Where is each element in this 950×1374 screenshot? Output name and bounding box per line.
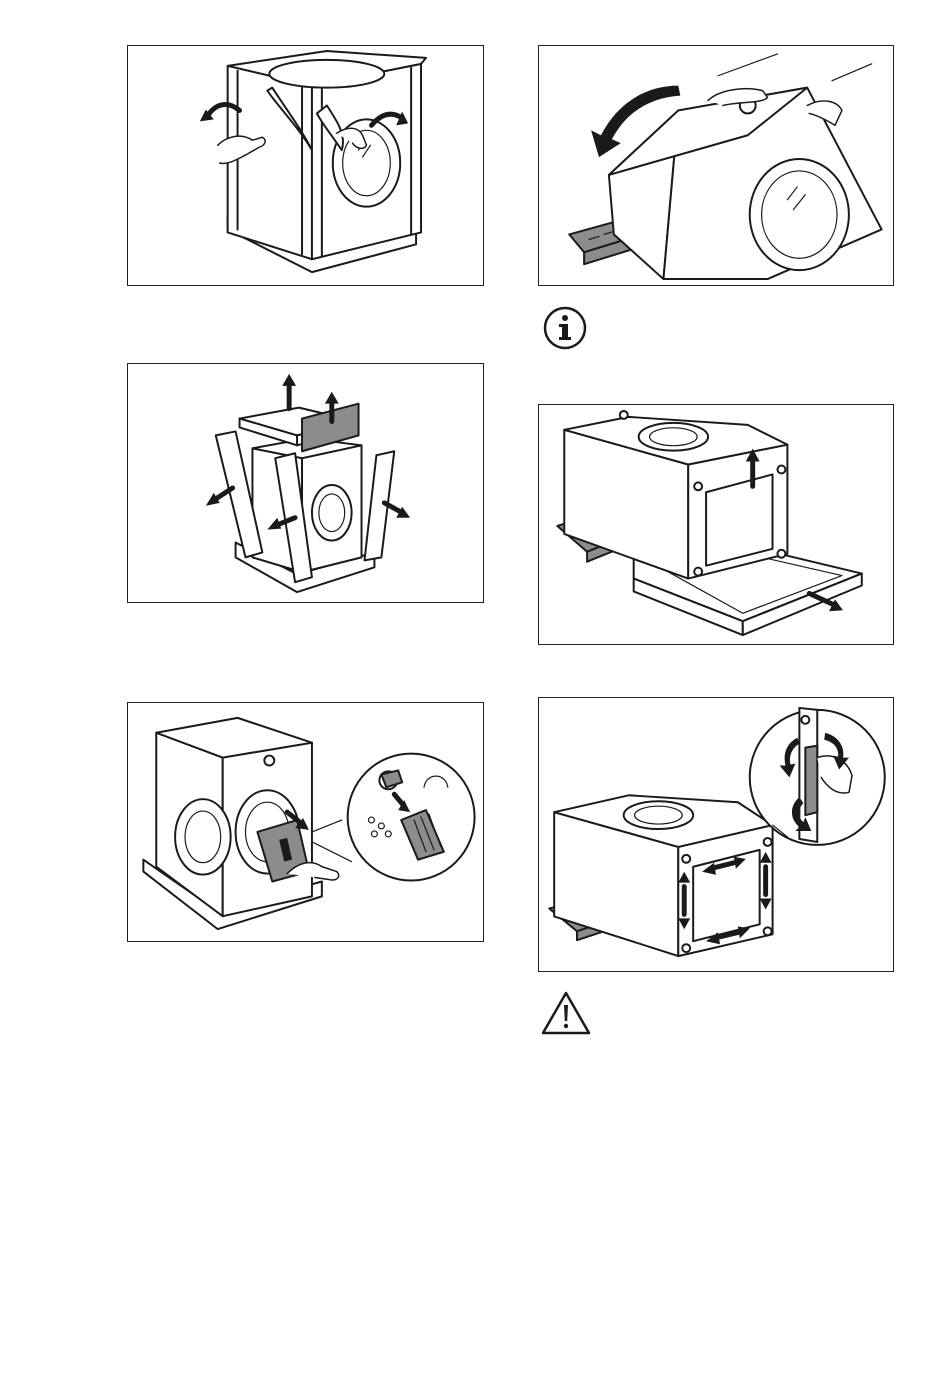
illustration-tilt-appliance: [539, 46, 893, 285]
figure-remove-tape: [538, 697, 894, 972]
illustration-remove-top-corners: [128, 364, 483, 602]
warning-icon: [540, 990, 592, 1036]
figure-remove-top-corners: [127, 363, 484, 603]
figure-tilt-appliance: [538, 45, 894, 286]
illustration-remove-tape: [539, 698, 893, 971]
illustration-accessories-bag: [128, 703, 483, 941]
figure-remove-wrap: [127, 45, 484, 286]
figure-accessories-bag: [127, 702, 484, 942]
illustration-lift-base: [539, 405, 893, 644]
illustration-remove-wrap: [128, 46, 483, 285]
info-icon: [542, 305, 588, 351]
figure-lift-base: [538, 404, 894, 645]
